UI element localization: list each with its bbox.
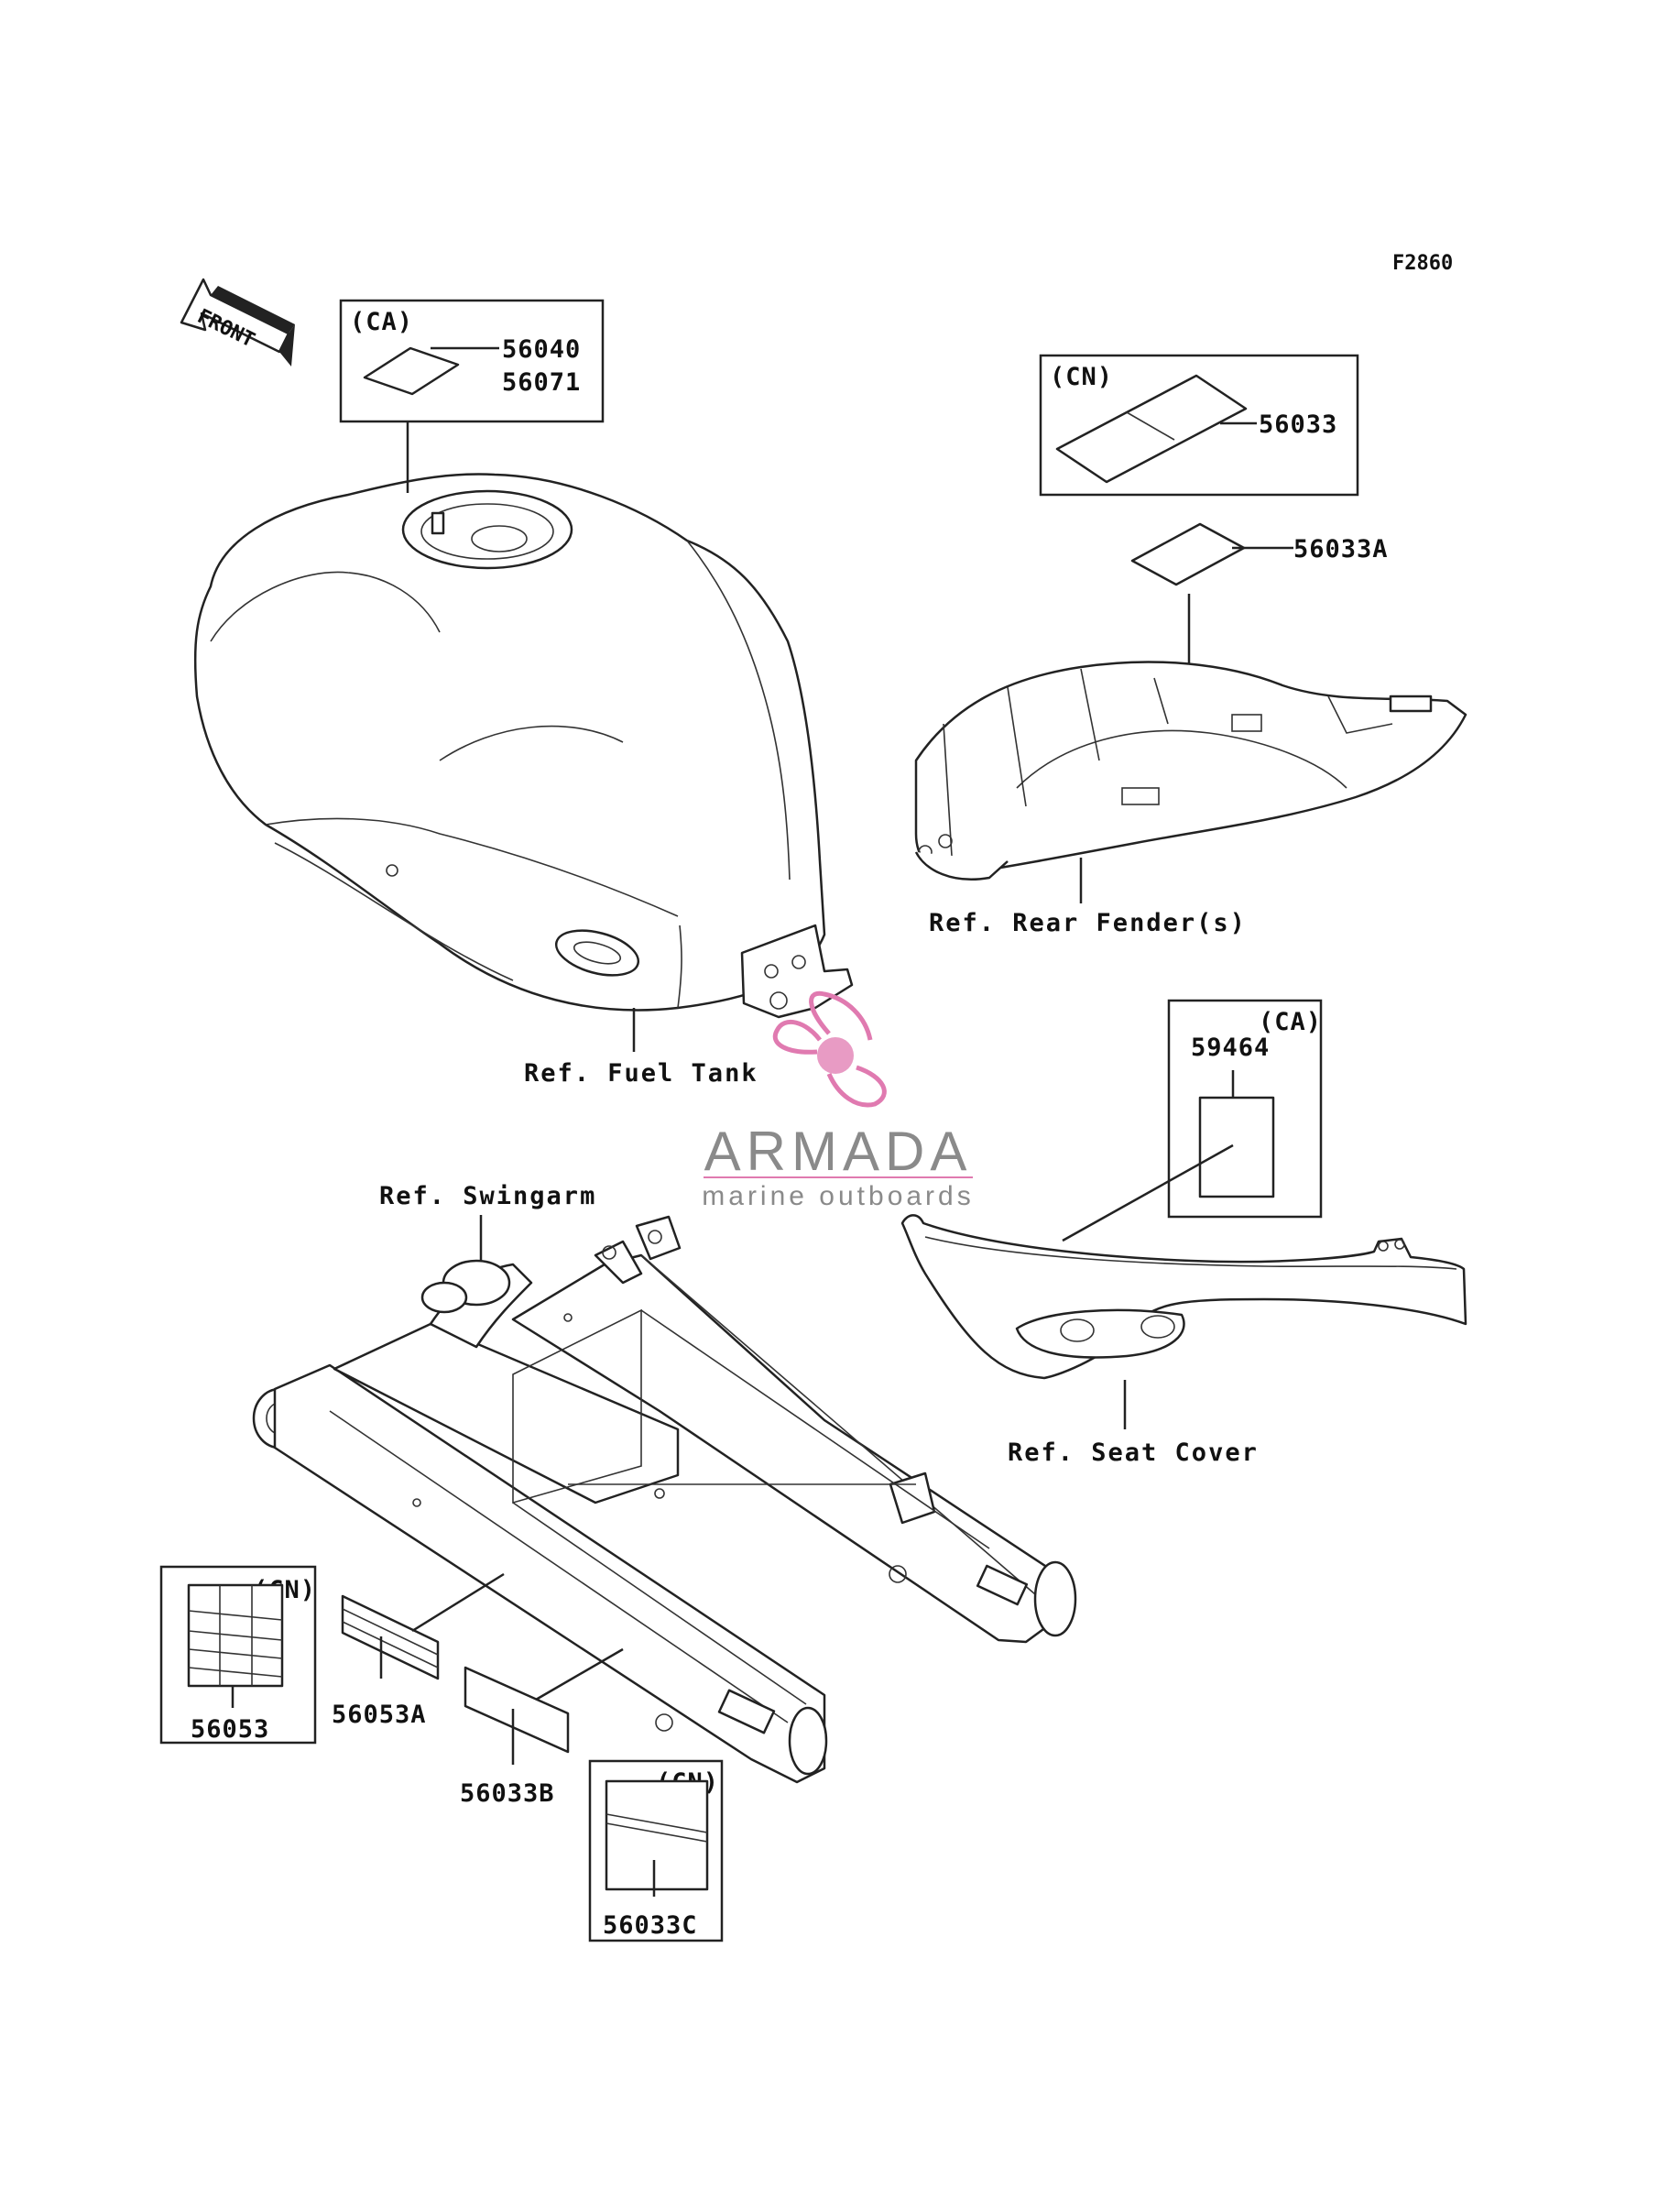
fender-box-region: (CN) bbox=[1050, 363, 1113, 391]
part-number-56033B: 56033B bbox=[460, 1779, 555, 1808]
ref-fuel-tank: Ref. Fuel Tank bbox=[524, 1059, 758, 1088]
watermark-title: ARMADA bbox=[704, 1121, 973, 1182]
part-number-59464: 59464 bbox=[1191, 1034, 1270, 1062]
callout-box-tank: (CA) 56040 56071 bbox=[339, 299, 605, 423]
ref-swingarm: Ref. Swingarm bbox=[379, 1182, 596, 1210]
part-number-56053: 56053 bbox=[191, 1715, 269, 1744]
tank-box-region: (CA) bbox=[350, 308, 413, 336]
part-number-56033: 56033 bbox=[1259, 410, 1337, 439]
front-arrow-icon: FRONT bbox=[180, 278, 295, 366]
watermark-subtitle: marine outboards bbox=[702, 1181, 974, 1211]
fuel-tank-drawing bbox=[193, 473, 854, 1019]
part-number-56071: 56071 bbox=[502, 368, 581, 397]
callout-box-fender: (CN) 56033 bbox=[1039, 354, 1359, 497]
part-number-56053A: 56053A bbox=[332, 1701, 427, 1729]
label-sticker-56033A bbox=[1130, 522, 1246, 586]
label-sticker-56033B bbox=[464, 1666, 570, 1754]
ref-rear-fender: Ref. Rear Fender(s) bbox=[929, 909, 1247, 937]
seat-box-region: (CA) bbox=[1259, 1008, 1322, 1036]
callout-box-swingarm-bottom: (CN) 56033C bbox=[588, 1759, 724, 1942]
callout-box-seat: (CA) 59464 bbox=[1167, 999, 1323, 1219]
part-number-56033A: 56033A bbox=[1293, 535, 1389, 563]
label-sticker-56053A bbox=[341, 1594, 440, 1680]
part-number-56040: 56040 bbox=[502, 335, 581, 364]
seat-cover-drawing bbox=[900, 1214, 1467, 1380]
part-number-56033C: 56033C bbox=[603, 1911, 698, 1940]
swingarm-drawing bbox=[252, 1215, 1077, 1784]
figure-code: F2860 bbox=[1392, 252, 1453, 275]
rear-fender-drawing bbox=[914, 661, 1467, 881]
callout-box-swingarm-left: (CN) 56053 bbox=[159, 1565, 317, 1745]
propeller-icon bbox=[772, 990, 887, 1108]
ref-seat-cover: Ref. Seat Cover bbox=[1008, 1439, 1259, 1467]
armada-logo: ARMADA marine outboards bbox=[702, 990, 974, 1211]
